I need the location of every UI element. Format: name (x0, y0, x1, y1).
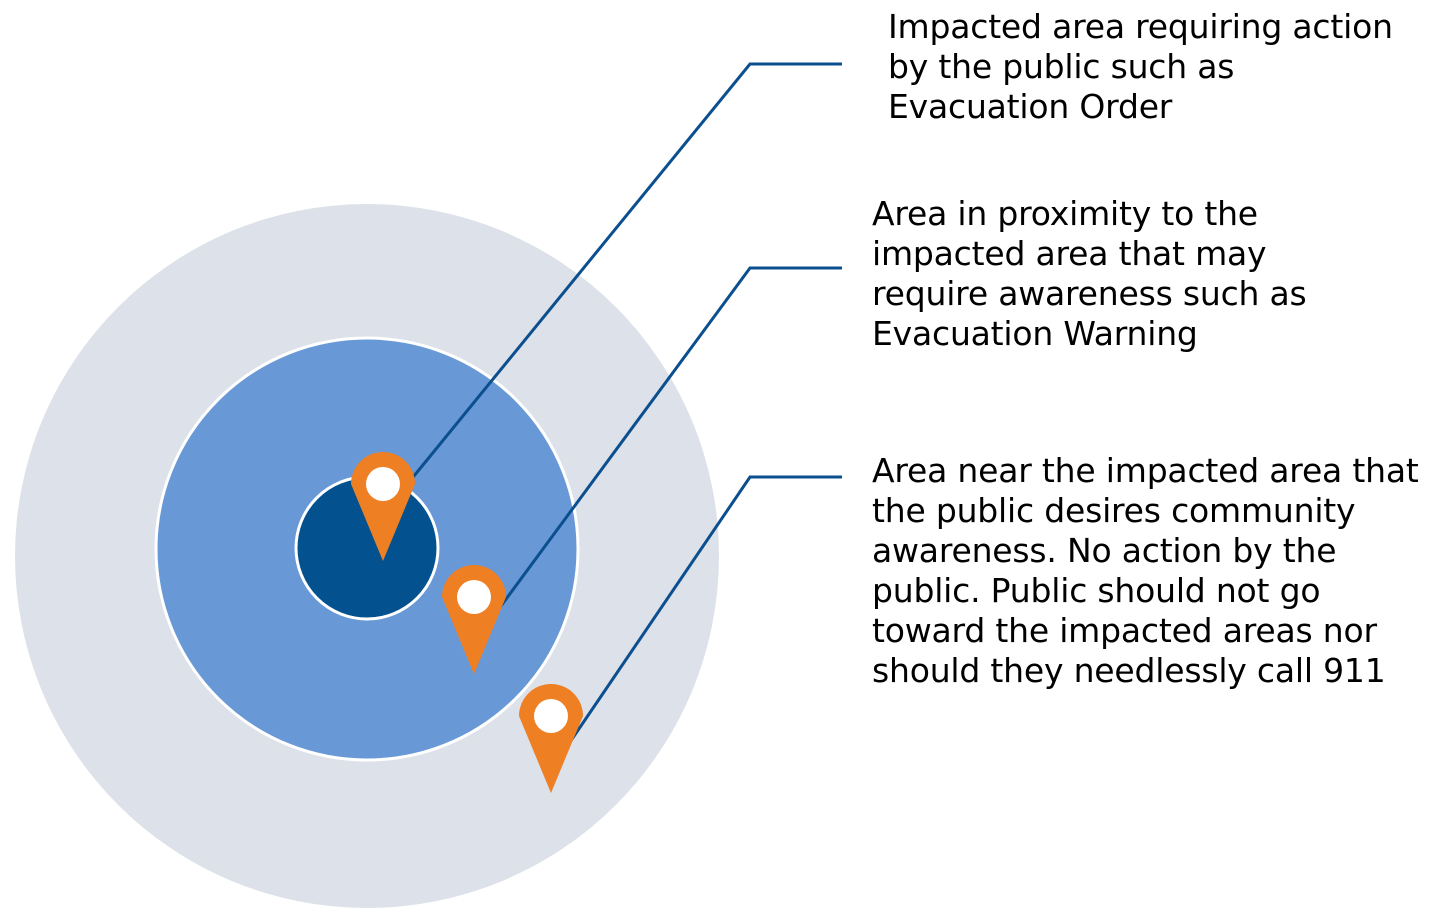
map-pin-icon (519, 684, 583, 793)
label-line: Area near the impacted area that (872, 451, 1419, 490)
label-line: should they needlessly call 911 (872, 651, 1386, 690)
label-line: Evacuation Warning (872, 314, 1198, 353)
label-line: Area in proximity to the (872, 194, 1258, 233)
map-pin-icon (442, 565, 506, 674)
evacuation-warning-label: Area in proximity to the impacted area t… (872, 194, 1307, 354)
label-line: require awareness such as (872, 274, 1307, 313)
label-line: the public desires community (872, 491, 1356, 530)
label-line: impacted area that may (872, 234, 1267, 273)
label-line: Evacuation Order (888, 87, 1173, 126)
map-pin-icon (351, 452, 415, 561)
label-line: Impacted area requiring action (888, 7, 1393, 46)
community-awareness-label: Area near the impacted area that the pub… (872, 451, 1419, 691)
evacuation-order-label: Impacted area requiring action by the pu… (888, 7, 1393, 127)
label-line: awareness. No action by the (872, 531, 1337, 570)
leader-line-awareness (568, 475, 842, 743)
label-line: toward the impacted areas nor (872, 611, 1377, 650)
leader-line-order (403, 62, 842, 488)
leader-line-warning (496, 266, 842, 611)
label-line: public. Public should not go (872, 571, 1321, 610)
label-line: by the public such as (888, 47, 1235, 86)
